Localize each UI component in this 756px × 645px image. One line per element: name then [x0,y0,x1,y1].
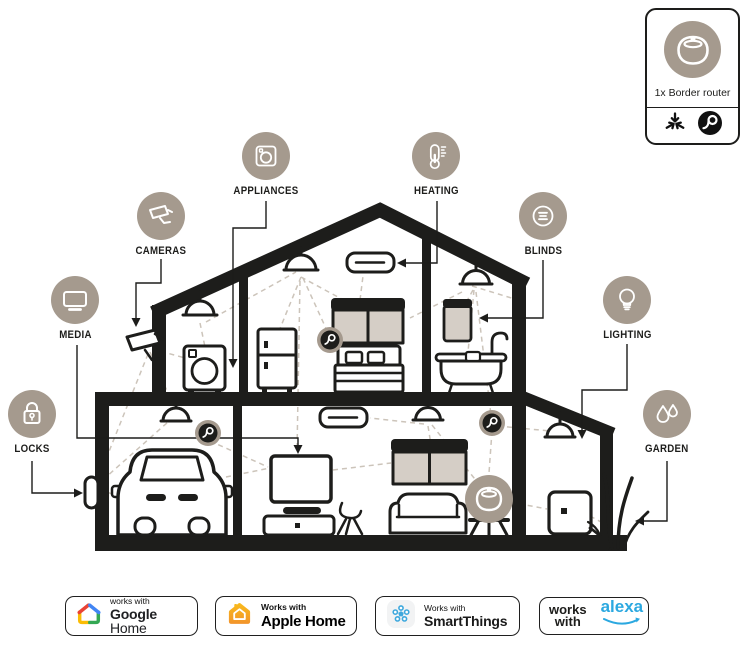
category-appliances: APPLIANCES [206,132,326,197]
attic-left-wall [152,305,166,394]
chair [336,501,364,536]
works-with-text: works with [110,595,150,606]
category-locks: LOCKS [0,390,92,455]
smartthings-icon [386,599,416,634]
attic-divider-2 [422,236,431,394]
padlock-icon [8,390,56,438]
pendant-lamp [159,404,193,423]
water-drops-icon [643,390,691,438]
category-blinds: BLINDS [483,192,603,257]
badge-smartthings: Works with SmartThings [375,596,520,636]
category-label: CAMERAS [135,245,187,257]
bathtub [434,331,509,395]
works-with-text: Works with [424,602,466,613]
tv-setup [262,454,336,537]
category-label: MEDIA [58,329,92,341]
pendant-lamp [543,411,577,439]
door-lock-handle [83,475,100,510]
category-label: APPLIANCES [233,185,299,197]
category-label: LIGHTING [602,329,652,341]
google-home-icon [76,601,102,632]
smart-speaker-icon [475,486,503,512]
washing-machine-icon [242,132,290,180]
brand-text: SmartThings [424,613,508,630]
air-conditioner [318,406,369,429]
category-cameras: CAMERAS [101,192,221,257]
brand-text: alexa [600,597,644,616]
apple-home-icon [226,600,253,632]
badge-google-home: works with Google Home [65,596,198,636]
pendant-lamp [282,246,320,272]
thread-icon [697,110,723,141]
category-label: LOCKS [14,443,50,455]
amazon-alexa-icon [601,614,643,632]
window-blinds [331,298,405,345]
pendant-lamp [181,290,219,317]
badge-alexa: works with alexa [539,597,649,635]
matter-icon [662,110,688,141]
brand-text: Google Home [110,606,158,637]
left-wall [95,392,109,535]
sofa [388,492,468,535]
pendant-lamp [458,257,494,286]
smart-speaker-highlight [465,475,513,523]
category-label: HEATING [413,185,459,197]
roller-blind [442,299,473,343]
category-label: GARDEN [645,443,689,455]
category-media: MEDIA [15,276,135,341]
thread-badge [479,410,505,436]
light-bulb-icon [603,276,651,324]
label-connectors [31,201,668,522]
blinds-icon [519,192,567,240]
air-conditioner [345,251,396,274]
tv [269,454,333,504]
category-lighting: LIGHTING [567,276,687,341]
car [110,448,234,537]
cctv-camera-icon [137,192,185,240]
fridge [256,327,298,392]
smart-speaker-icon [664,21,721,78]
ground-divider [233,404,242,535]
thread-badge [317,327,343,353]
border-router-label: 1x Border router [654,87,731,99]
category-label: BLINDS [524,245,562,257]
works-with-text: works with [549,602,587,629]
connector-arrowheads [74,258,644,526]
right-wall [512,278,526,535]
brand-text: Apple Home [261,612,346,630]
security-camera [125,328,165,362]
divider [647,107,738,108]
bed [333,344,405,394]
thread-badge [195,420,221,446]
furniture [83,246,593,537]
smart-appliance [547,490,593,536]
washing-machine [182,344,227,393]
main-roof [150,202,531,320]
attic-divider-1 [239,272,248,394]
ground-slab [95,535,627,551]
border-router-box: 1x Border router [645,8,740,145]
house-structure [95,202,627,551]
badge-apple-home: Works with Apple Home [215,596,357,636]
window-blinds [391,439,468,486]
tv-icon [51,276,99,324]
soundbar [283,507,321,514]
category-garden: GARDEN [607,390,727,455]
floor-slab-upper [95,392,526,406]
works-with-text: Works with [261,602,307,613]
grass [586,472,650,550]
lean-to-roof [516,389,616,441]
pendant-lamp [411,404,445,422]
thermometer-icon [412,132,460,180]
category-heating: HEATING [376,132,496,197]
